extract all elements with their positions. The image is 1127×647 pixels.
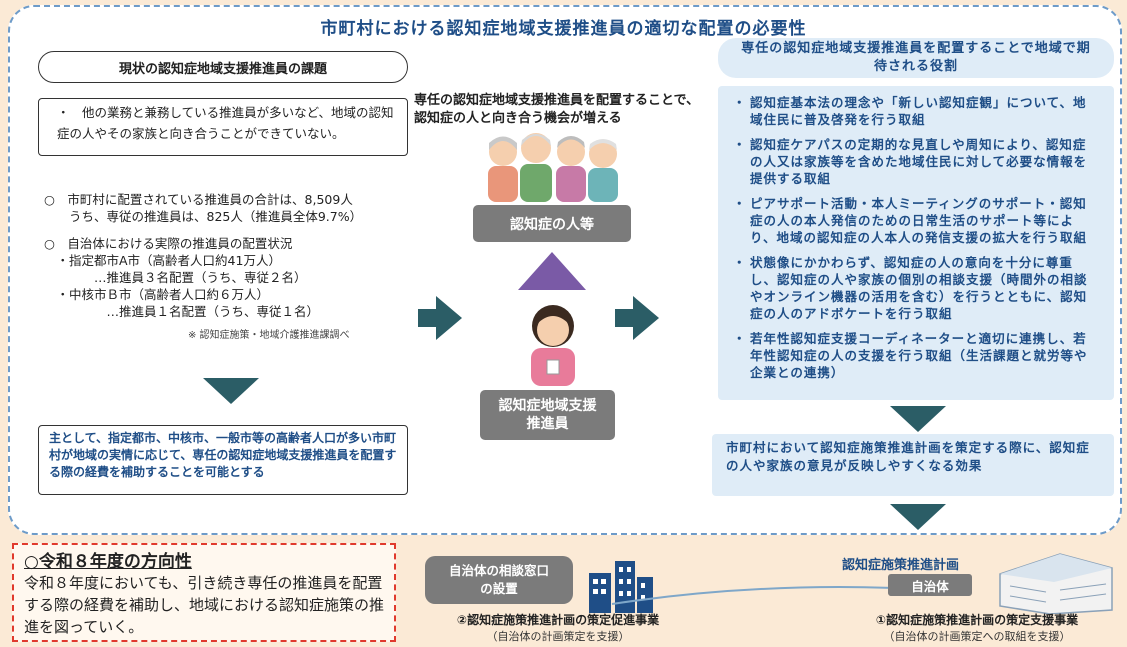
issue-box: ・ 他の業務と兼務している推進員が多いなど、地域の認知症の人やその家族と向き合う… (38, 98, 408, 156)
role-item: 認知症基本法の理念や「新しい認知症観」について、地域住民に普及啓発を行う取組 (733, 94, 1096, 128)
consult-window-box: 自治体の相談窓口の設置 (425, 556, 573, 604)
plan-label: 認知症施策推進計画 (842, 558, 960, 573)
stats-line: ・指定都市A市（高齢者人口約41万人） (44, 253, 281, 268)
page-title: 市町村における認知症地域支援推進員の適切な配置の必要性 (320, 19, 807, 39)
direction-body: 令和８年度においても、引き続き専任の推進員を配置する際の経費を補助し、地域におけ… (24, 574, 385, 636)
stats-line: …推進員１名配置（うち、専従１名） (44, 304, 320, 319)
stats-line: …推進員３名配置（うち、専従２名） (44, 270, 307, 285)
project1-sub: （自治体の計画策定への取組を支援） (883, 630, 1071, 643)
role-item: 若年性認知症支援コーディネーターと適切に連携し、若年性認知症の人の支援を行う取組… (733, 330, 1096, 381)
arrow-shaft-1 (418, 309, 438, 327)
down-arrow-left (203, 378, 259, 404)
roles-box: 認知症基本法の理念や「新しい認知症観」について、地域住民に普及啓発を行う取組 認… (718, 86, 1114, 400)
stats-line: ○ 自治体における実際の推進員の配置状況 (44, 236, 293, 251)
down-arrow-bottom (890, 504, 946, 530)
project2-sub: （自治体の計画策定を支援） (486, 630, 630, 643)
right-arrow-2 (633, 296, 659, 340)
stats-line: ・中核市Ｂ市（高齢者人口約６万人） (44, 287, 270, 302)
arrow-shaft-2 (615, 309, 635, 327)
subsidy-result-box: 主として、指定都市、中核市、一般市等の高齢者人口が多い市町村が地域の実情に応じて… (38, 425, 408, 495)
office-building-icon (999, 553, 1113, 614)
direction-box: ○令和８年度の方向性 令和８年度においても、引き続き専任の推進員を配置する際の経… (12, 543, 396, 642)
current-issues-header: 現状の認知症地域支援推進員の課題 (38, 51, 408, 83)
project1-label: ①認知症施策推進計画の策定支援事業 (875, 613, 1079, 627)
people-label: 認知症の人等 (473, 205, 631, 242)
jichitai-label: 自治体 (888, 574, 972, 596)
down-arrow-right (890, 406, 946, 432)
roles-header: 専任の認知症地域支援推進員を配置することで地域で期待される役割 (718, 38, 1114, 78)
role-item: 認知症ケアパスの定期的な見直しや周知により、認知症の人又は家族等を含めた地域住民… (733, 136, 1096, 187)
source-note: ※ 認知症施策・地域介護推進課調べ (188, 330, 350, 341)
staff-label: 認知症地域支援推進員 (480, 390, 615, 440)
center-caption: 専任の認知症地域支援推進員を配置することで、認知症の人と向き合う機会が増える (414, 93, 700, 126)
stats-line: うち、専従の推進員は、825人（推進員全体9.7%） (44, 209, 363, 224)
stats-line (44, 225, 404, 235)
up-triangle (518, 252, 586, 290)
role-item: 状態像にかかわらず、認知症の人の意向を十分に尊重し、認知症の人や家族の個別の相談… (733, 254, 1096, 322)
stats-line: ○ 市町村に配置されている推進員の合計は、8,509人 (44, 192, 353, 207)
elderly-people-illustration (488, 133, 618, 202)
buildings-icon (589, 561, 653, 613)
right-arrow-1 (436, 296, 462, 340)
project2-label: ②認知症施策推進計画の策定促進事業 (456, 613, 660, 627)
direction-title: ○令和８年度の方向性 (24, 552, 192, 572)
role-item: ピアサポート活動・本人ミーティングのサポート・認知症の人の本人発信のための日常生… (733, 195, 1096, 246)
effect-box: 市町村において認知症施策推進計画を策定する際に、認知症の人や家族の意見が反映しや… (712, 434, 1114, 496)
staff-illustration (531, 305, 575, 386)
stats-list: ○ 市町村に配置されている推進員の合計は、8,509人 うち、専従の推進員は、8… (44, 191, 404, 320)
